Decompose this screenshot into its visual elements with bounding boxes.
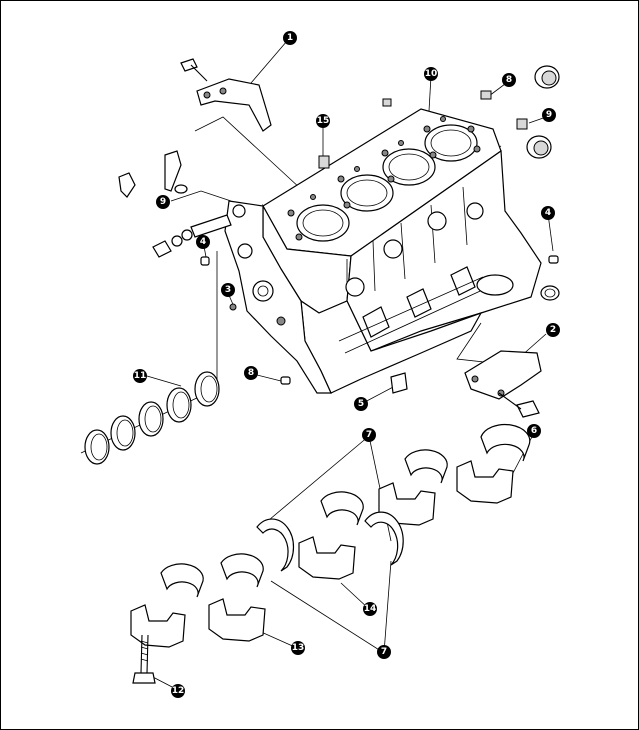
- callout-6: 6: [527, 424, 541, 438]
- callout-14-label: 14: [364, 604, 377, 614]
- callout-11-label: 11: [134, 371, 147, 381]
- engine-mount-bracket-rear: [464, 350, 542, 418]
- thrust-washers: [256, 511, 404, 572]
- callout-5-label: 5: [358, 399, 364, 409]
- callout-5: 5: [354, 397, 368, 411]
- callout-13-label: 13: [292, 643, 305, 653]
- main-bearing-caps: [130, 460, 514, 648]
- callout-14: 14: [363, 602, 377, 616]
- callout-1-label: 1: [287, 33, 293, 43]
- engine-mount-bracket-front: [180, 58, 272, 132]
- callout-10-label: 10: [425, 69, 438, 79]
- callout-1: 1: [283, 31, 297, 45]
- callout-10: 10: [424, 67, 438, 81]
- main-bearing-upper-shells: [160, 423, 531, 598]
- core-plugs: [526, 65, 560, 159]
- callout-9a: 9: [542, 108, 556, 122]
- callout-6-label: 6: [531, 426, 537, 436]
- callout-9a-label: 9: [546, 110, 552, 120]
- main-cap-bolt: [132, 634, 156, 684]
- callout-4b: 4: [541, 206, 555, 220]
- cylinder-block: [224, 108, 560, 394]
- callout-2: 2: [546, 323, 560, 337]
- callout-12: 12: [171, 684, 185, 698]
- callout-8b: 8: [244, 366, 258, 380]
- callout-4a-label: 4: [200, 237, 206, 247]
- callout-8b-label: 8: [248, 368, 254, 378]
- callout-7a: 7: [362, 428, 376, 442]
- dowel-pins: [200, 255, 559, 385]
- callout-2-label: 2: [550, 325, 556, 335]
- callout-13: 13: [291, 641, 305, 655]
- callout-15: 15: [316, 114, 330, 128]
- callout-3: 3: [221, 283, 235, 297]
- callout-7a-label: 7: [366, 430, 372, 440]
- studs-and-nuts: [118, 150, 408, 394]
- oil-gallery-plugs: [318, 90, 528, 169]
- callout-8a-label: 8: [506, 75, 512, 85]
- callout-7b-label: 7: [381, 647, 387, 657]
- callout-9b: 9: [156, 195, 170, 209]
- callout-9b-label: 9: [160, 197, 166, 207]
- callout-3-label: 3: [225, 285, 231, 295]
- callout-7b: 7: [377, 645, 391, 659]
- callout-15-label: 15: [317, 116, 330, 126]
- camshaft-bearings: [84, 371, 220, 465]
- callout-4a: 4: [196, 235, 210, 249]
- callout-12-label: 12: [172, 686, 185, 696]
- callout-8a: 8: [502, 73, 516, 87]
- callout-11: 11: [133, 369, 147, 383]
- callout-4b-label: 4: [545, 208, 551, 218]
